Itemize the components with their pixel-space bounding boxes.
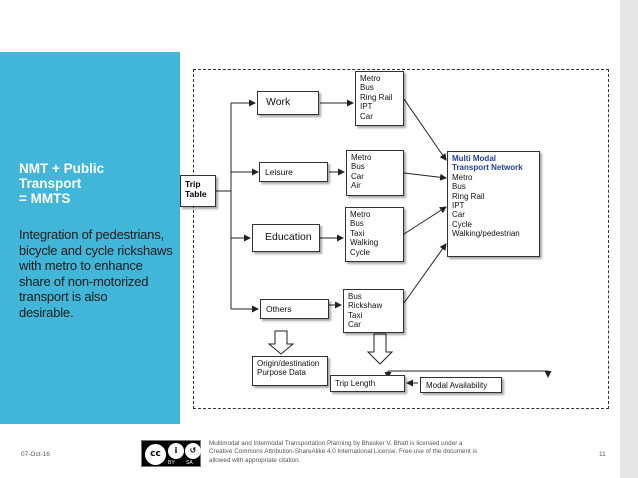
purpose-node-education: Education [252,224,320,252]
mode-item: Cycle [350,247,371,257]
origin-destination-label: Purpose Data [257,368,306,378]
cc-sa-label: SA [186,460,193,466]
modes-node-education: Metro Bus Taxi Walking Cycle [345,207,404,262]
mode-item: Ring Rail [360,92,393,102]
sidebar-title-line: = MMTS [19,191,71,206]
diagram-frame [193,69,609,409]
page-number: 11 [599,451,606,458]
trip-table-label: Table [185,189,207,199]
sidebar-body-line: share of non-motorized [19,273,149,289]
purpose-work-label: Work [266,96,291,109]
mode-item: Car [348,320,361,330]
cc-by-label: BY [168,460,175,466]
footer-license-text: Multimodal and Intermodal Transportation… [209,440,529,465]
modal-availability-label: Modal Availability [426,381,488,390]
purpose-education-label: Education [265,231,312,244]
purpose-node-work: Work [257,91,319,115]
mode-item: Car [360,111,373,121]
mode-item: Metro [350,210,371,219]
mode-item: Metro [360,74,381,83]
sidebar-title: NMT + Public Transport = MMTS [19,161,179,206]
right-edge-strip [620,0,638,478]
modes-node-others: Bus Rickshaw Taxi Car [343,289,404,333]
sidebar-panel [0,52,180,424]
trip-table-node: Trip Table [180,175,216,207]
mode-item: Car [351,171,364,181]
mode-item: Metro [351,153,372,162]
cc-logo-icon: cc [145,444,166,465]
network-node: Multi Modal Transport Network Metro Bus … [447,151,540,257]
sidebar-body-line: desirable. [19,304,74,320]
mode-item: IPT [360,102,373,112]
sidebar-body: Integration of pedestrians, bicycle and … [19,227,179,320]
mode-item: Taxi [348,310,363,320]
purpose-node-others: Others [260,299,329,319]
origin-destination-node: Origin/destination Purpose Data [252,356,328,386]
license-line: Multimodal and Intermodal Transportation… [209,440,463,447]
purpose-others-label: Others [266,304,292,314]
sidebar-title-line: NMT + Public [19,161,105,176]
network-item: Cycle [452,219,473,229]
modal-availability-node: Modal Availability [420,377,502,393]
network-item: Car [452,210,465,220]
network-title: Transport Network [452,163,523,173]
mode-item: Bus [348,292,362,301]
footer-date: 07-Oct-16 [21,451,50,458]
modes-node-leisure: Metro Bus Car Air [346,150,404,196]
mode-item: Bus [360,83,374,93]
sidebar-body-line: transport is also [19,289,108,304]
trip-length-label: Trip Length [335,379,376,388]
mode-item: Walking [350,238,379,248]
sidebar-body-line: bicycle and cycle rickshaws [19,242,173,258]
network-item: Ring Rail [452,191,485,201]
share-alike-icon: ↺ [185,443,201,459]
mode-item: Rickshaw [348,301,383,311]
network-item: Metro [452,172,473,182]
origin-destination-label: Origin/destination [257,359,320,368]
purpose-node-leisure: Leisure [259,162,328,182]
license-line: allowed with appropriate citation. [209,456,301,464]
trip-table-label: Trip [185,179,201,189]
mode-item: Taxi [350,228,365,238]
mode-item: Bus [350,219,364,229]
network-title: Multi Modal [452,154,496,163]
modes-node-work: Metro Bus Ring Rail IPT Car [355,71,404,126]
sidebar-body-line: with metro to enhance [19,258,143,273]
attribution-icon: i [168,443,184,459]
network-item: Bus [452,182,466,192]
purpose-leisure-label: Leisure [265,167,293,177]
mode-item: Bus [351,162,365,172]
license-line: Creative Commons Attribution-ShareAlike … [209,448,478,456]
mode-item: Air [351,181,361,191]
sidebar-title-line: Transport [19,176,82,191]
cc-license-badge[interactable]: cc i ↺ BY SA [141,440,201,467]
sidebar-body-line: Integration of pedestrians, [19,227,164,242]
network-item: IPT [452,201,465,211]
network-item: Walking/pedestrian [452,229,520,239]
trip-length-node: Trip Length [330,375,405,392]
